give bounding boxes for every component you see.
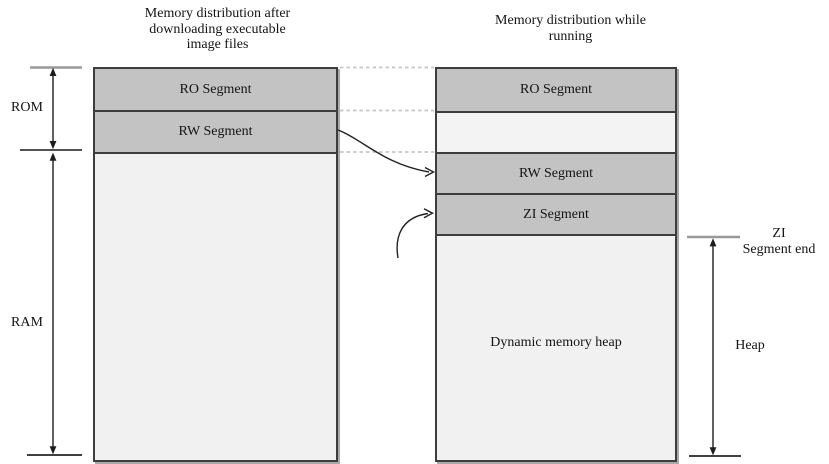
rw-segment-left: RW Segment [95, 112, 336, 154]
left-column-title: Memory distribution after downloading ex… [144, 6, 291, 52]
heap-label: Heap [735, 338, 765, 353]
zi-relocation-arrow [396, 208, 434, 259]
right-memory-column: RO Segment RW Segment ZI Segment [435, 67, 677, 462]
free-area-left [95, 154, 336, 460]
ro-segment-right: RO Segment [437, 69, 675, 113]
ram-extent-arrow [49, 152, 57, 455]
rw-segment-left-label: RW Segment [178, 124, 253, 139]
heap-extent-arrow [709, 238, 717, 456]
gap-area-right [437, 113, 675, 154]
left-memory-column: RO Segment RW Segment [93, 67, 338, 462]
heap-area-label: Dynamic memory heap [490, 335, 622, 350]
right-column-title: Memory distribution while running [495, 13, 646, 44]
rw-segment-right-label: RW Segment [518, 165, 594, 181]
ro-segment-left-label: RO Segment [179, 81, 252, 97]
ram-label: RAM [11, 315, 43, 330]
ro-segment-right-label: RO Segment [520, 82, 592, 97]
zi-segment-right: ZI Segment [437, 195, 675, 236]
rw-relocation-arrow [337, 129, 435, 178]
rom-label: ROM [11, 100, 43, 115]
zi-segment-right-label: ZI Segment [523, 206, 589, 222]
zi-segment-end-label: ZI Segment end [742, 226, 816, 257]
alignment-dashed-lines [340, 66, 434, 153]
ro-segment-left: RO Segment [95, 69, 336, 112]
rw-segment-right: RW Segment [437, 154, 675, 195]
